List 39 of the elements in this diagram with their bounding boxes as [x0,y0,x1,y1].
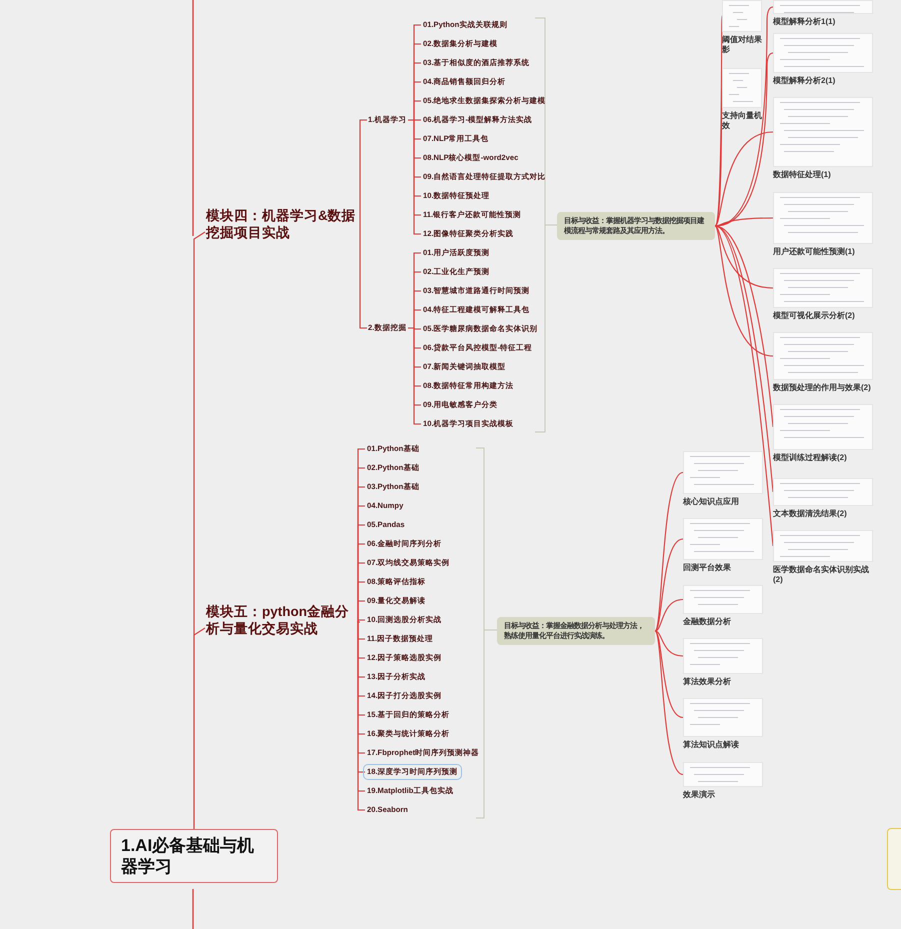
connector-line [714,226,774,289]
image-caption: 支持向量机效 [722,111,762,131]
image-caption: 医学数据命名实体识别实战(2) [773,565,870,585]
image-caption: 效果演示 [683,790,716,800]
image-caption: 模型解释分析1(1) [773,17,836,27]
image-caption: 模型解释分析2(1) [773,76,836,86]
connector-line [359,119,367,227]
connector-line [193,628,206,829]
connector-line [408,327,421,425]
connector-line [654,630,684,775]
image-caption: 模型训练过程解读(2) [773,453,848,463]
image-caption: 回测平台效果 [683,563,732,573]
connector-line [654,630,684,657]
connector-line [714,16,723,226]
image-caption: 算法知识点解读 [683,740,740,750]
module-title: 模块四：机器学习&数据挖掘项目实战 [206,207,358,241]
connector-line [714,217,773,227]
module-title: 模块五：python金融分析与量化交易实战 [206,603,358,637]
image-caption: 用户还款可能性预测(1) [773,247,856,257]
connector-line [408,119,421,235]
connector-line [714,226,774,492]
image-caption: 阈值对结果影 [722,35,762,55]
image-caption: 模型可视化展示分析(2) [773,311,856,321]
image-caption: 金融数据分析 [683,617,732,627]
image-caption: 文本数据清洗结果(2) [773,509,848,519]
connector-line [654,538,684,632]
root-topic-box: 1.AI必备基础与机器学习 [110,829,278,883]
image-caption: 数据特征处理(1) [773,170,832,180]
connector-line [714,226,774,357]
connector-line [357,619,365,623]
connector-line [654,630,684,718]
connector-line [654,598,684,632]
connector-line [359,225,367,329]
image-caption: 核心知识点应用 [683,497,740,507]
image-caption: 数据预处理的作用与效果(2) [773,383,872,393]
connector-line [714,226,774,546]
image-caption: 算法效果分析 [683,677,732,687]
connector-line [714,131,774,226]
connector-line [654,472,684,632]
